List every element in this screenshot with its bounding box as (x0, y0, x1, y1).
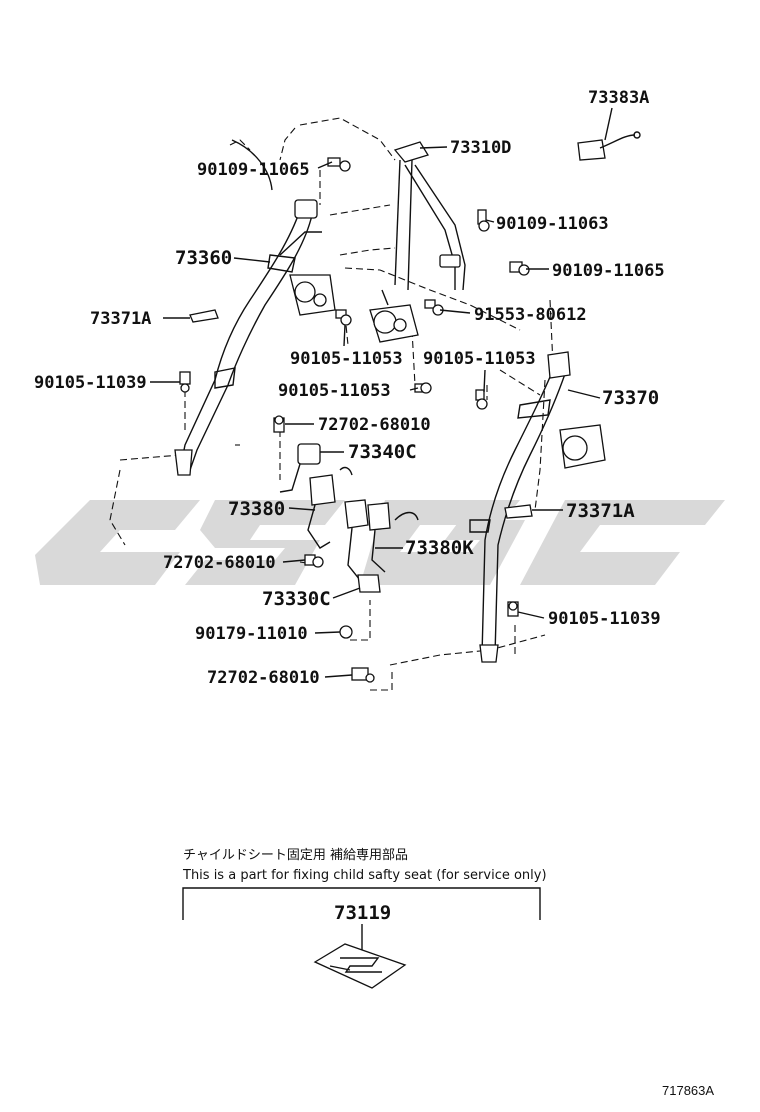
bolt-90105-11039-a (179, 371, 191, 393)
label-73380: 73380 (228, 498, 285, 520)
label-90105-11039-b: 90105-11039 (548, 609, 661, 629)
label-73371A-a: 73371A (90, 309, 151, 329)
service-part-note: チャイルドシート固定用 補給専用部品 This is a part for fi… (182, 848, 547, 989)
left-belt-assembly (174, 139, 336, 476)
bolts (179, 157, 530, 683)
bolt-90105-11053-c (414, 382, 432, 394)
clips-73371A (189, 309, 533, 519)
label-90105-11053-a: 90105-11053 (290, 349, 403, 369)
label-90109-11063: 90109-11063 (496, 214, 609, 234)
label-73370: 73370 (602, 387, 659, 409)
leader-lines (150, 107, 613, 678)
bolt-90105-11039-b (507, 601, 519, 617)
label-90105-11053-c: 90105-11053 (278, 381, 391, 401)
label-72702-68010-b: 72702-68010 (163, 553, 276, 573)
part-labels: 73383A 73310D 90109-11065 90109-11063 73… (34, 88, 665, 688)
label-90179-11010: 90179-11010 (195, 624, 308, 644)
label-73330C: 73330C (262, 588, 331, 610)
label-90109-11065-a: 90109-11065 (197, 160, 310, 180)
bolt-72702-68010-b (304, 554, 324, 568)
label-73119: 73119 (334, 902, 391, 924)
label-73360: 73360 (175, 247, 232, 269)
right-belt-assembly (469, 351, 606, 663)
bolt-90109-11065-b (509, 261, 530, 276)
note-english: This is a part for fixing child safty se… (182, 868, 547, 883)
bolt-90109-11063 (477, 209, 490, 232)
bolt-72702-68010-a (273, 415, 285, 433)
clip-73383A (577, 131, 641, 161)
label-90105-11039-a: 90105-11039 (34, 373, 147, 393)
diagram-code: 717863A (662, 1083, 714, 1098)
label-90105-11053-b: 90105-11053 (423, 349, 536, 369)
bolt-90179-11010 (339, 625, 353, 639)
center-belt-assembly (369, 141, 466, 343)
bolt-91553-80612 (424, 299, 444, 316)
label-73310D: 73310D (450, 138, 511, 158)
buckle-assemblies (279, 443, 419, 593)
bolt-90105-11053-a (335, 309, 352, 326)
body-outline (109, 117, 554, 691)
label-73340C: 73340C (348, 441, 417, 463)
label-73383A: 73383A (588, 88, 649, 108)
label-72702-68010-c: 72702-68010 (207, 668, 320, 688)
bolt-90105-11053-b (475, 389, 488, 410)
note-japanese: チャイルドシート固定用 補給専用部品 (183, 848, 408, 863)
label-91553-80612: 91553-80612 (474, 305, 587, 325)
child-seat-anchor-part-73119 (313, 943, 407, 989)
bolt-72702-68010-c (351, 667, 375, 683)
label-73380K: 73380K (405, 537, 474, 559)
bolt-90109-11065-a (327, 157, 351, 172)
label-90109-11065-b: 90109-11065 (552, 261, 665, 281)
label-72702-68010-a: 72702-68010 (318, 415, 431, 435)
label-73371A-b: 73371A (566, 500, 635, 522)
